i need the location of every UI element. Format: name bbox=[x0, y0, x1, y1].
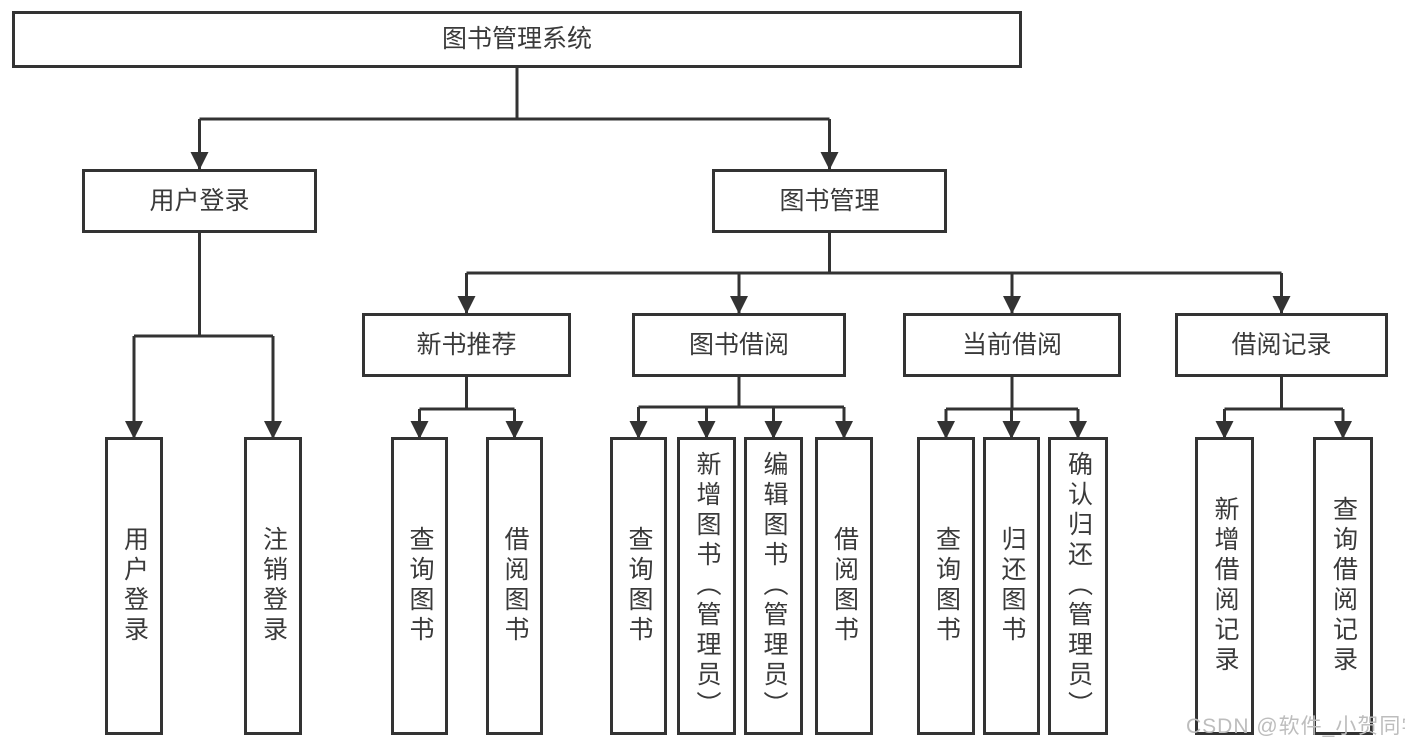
connector-book-borrow-rail bbox=[638, 377, 844, 409]
leaf-add-books-admin-label: 新增图书（管理员） bbox=[693, 451, 721, 721]
leaf-user-login-label: 用户登录 bbox=[120, 526, 149, 646]
node-borrow-records-label: 借阅记录 bbox=[1231, 330, 1332, 359]
leaf-return-books: 归还图书 bbox=[983, 437, 1040, 735]
connector-records-rail bbox=[1224, 377, 1343, 411]
leaf-borrow-books-recommend-label: 借阅图书 bbox=[501, 526, 529, 646]
leaf-query-books-borrowing: 查询图书 bbox=[610, 437, 667, 735]
node-library-system: 图书管理系统 bbox=[12, 11, 1022, 68]
node-book-borrowing-label: 图书借阅 bbox=[688, 330, 789, 359]
leaf-query-borrow-record: 查询借阅记录 bbox=[1313, 437, 1373, 735]
leaf-edit-books-admin: 编辑图书（管理员） bbox=[744, 437, 803, 735]
node-user-login: 用户登录 bbox=[82, 169, 317, 233]
connector-new-book-rail bbox=[419, 377, 515, 411]
leaf-logout: 注销登录 bbox=[244, 437, 302, 735]
leaf-add-borrow-record: 新增借阅记录 bbox=[1195, 437, 1254, 735]
leaf-query-books-current: 查询图书 bbox=[917, 437, 975, 735]
leaf-add-borrow-record-label: 新增借阅记录 bbox=[1211, 496, 1239, 676]
leaf-confirm-return-admin: 确认归还（管理员） bbox=[1048, 437, 1108, 735]
leaf-query-borrow-record-label: 查询借阅记录 bbox=[1329, 496, 1358, 676]
node-current-borrowing-label: 当前借阅 bbox=[961, 330, 1062, 359]
node-new-book-recommend-label: 新书推荐 bbox=[416, 330, 517, 359]
leaf-query-books-recommend-label: 查询图书 bbox=[406, 526, 434, 646]
node-book-management: 图书管理 bbox=[712, 169, 947, 233]
node-new-book-recommend: 新书推荐 bbox=[362, 313, 571, 377]
leaf-borrow-books-borrowing-label: 借阅图书 bbox=[830, 526, 859, 646]
node-book-borrowing: 图书借阅 bbox=[632, 313, 846, 377]
connector-root-rail bbox=[199, 68, 830, 121]
leaf-add-books-admin: 新增图书（管理员） bbox=[677, 437, 736, 735]
node-user-login-label: 用户登录 bbox=[149, 186, 250, 215]
leaf-return-books-label: 归还图书 bbox=[998, 526, 1026, 646]
leaf-confirm-return-admin-label: 确认归还（管理员） bbox=[1064, 451, 1093, 721]
node-book-management-label: 图书管理 bbox=[779, 186, 880, 215]
leaf-edit-books-admin-label: 编辑图书（管理员） bbox=[760, 451, 788, 721]
leaf-user-login: 用户登录 bbox=[105, 437, 163, 735]
connector-current-rail bbox=[946, 377, 1078, 411]
connector-book-mgmt-rail bbox=[466, 233, 1282, 275]
leaf-query-books-borrowing-label: 查询图书 bbox=[625, 526, 653, 646]
leaf-borrow-books-recommend: 借阅图书 bbox=[486, 437, 543, 735]
leaf-borrow-books-borrowing: 借阅图书 bbox=[815, 437, 873, 735]
node-borrow-records: 借阅记录 bbox=[1175, 313, 1388, 377]
leaf-query-books-current-label: 查询图书 bbox=[932, 526, 961, 646]
leaf-logout-label: 注销登录 bbox=[259, 526, 288, 646]
connector-user-login-rail bbox=[134, 233, 273, 338]
leaf-query-books-recommend: 查询图书 bbox=[391, 437, 448, 735]
node-current-borrowing: 当前借阅 bbox=[903, 313, 1121, 377]
node-library-system-label: 图书管理系统 bbox=[441, 25, 592, 53]
